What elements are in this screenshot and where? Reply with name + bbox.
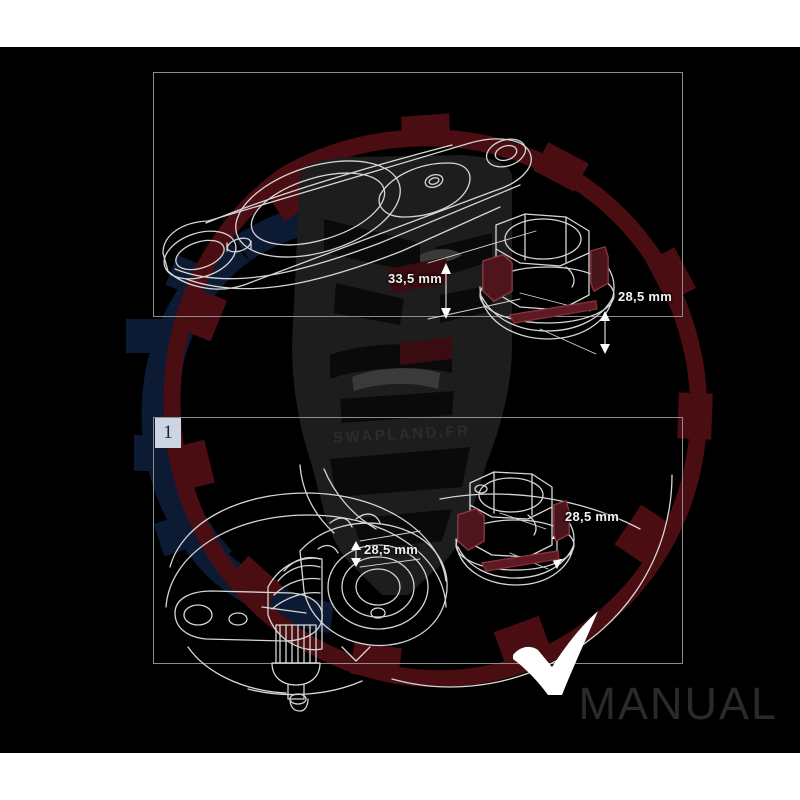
panel-upper-view bbox=[153, 72, 683, 317]
dimension-label-33-5: 33,5 mm bbox=[388, 271, 443, 286]
manual-watermark-text: MANUAL bbox=[578, 678, 778, 729]
dimension-label-28-5-hub: 28,5 mm bbox=[364, 542, 419, 557]
dimension-leaders-upper bbox=[427, 230, 610, 355]
suspension-arm-drawing bbox=[162, 138, 532, 290]
dimension-label-28-5-nut: 28,5 mm bbox=[565, 509, 620, 524]
step-number-badge: 1 bbox=[155, 418, 181, 448]
dimension-label-28-5-upper: 28,5 mm bbox=[618, 289, 673, 304]
panel-lower-view bbox=[153, 417, 683, 664]
black-canvas: SWAPLAND.FR bbox=[0, 47, 800, 753]
driveshaft-hub-drawing bbox=[165, 464, 448, 712]
technical-line-drawings bbox=[162, 138, 673, 712]
